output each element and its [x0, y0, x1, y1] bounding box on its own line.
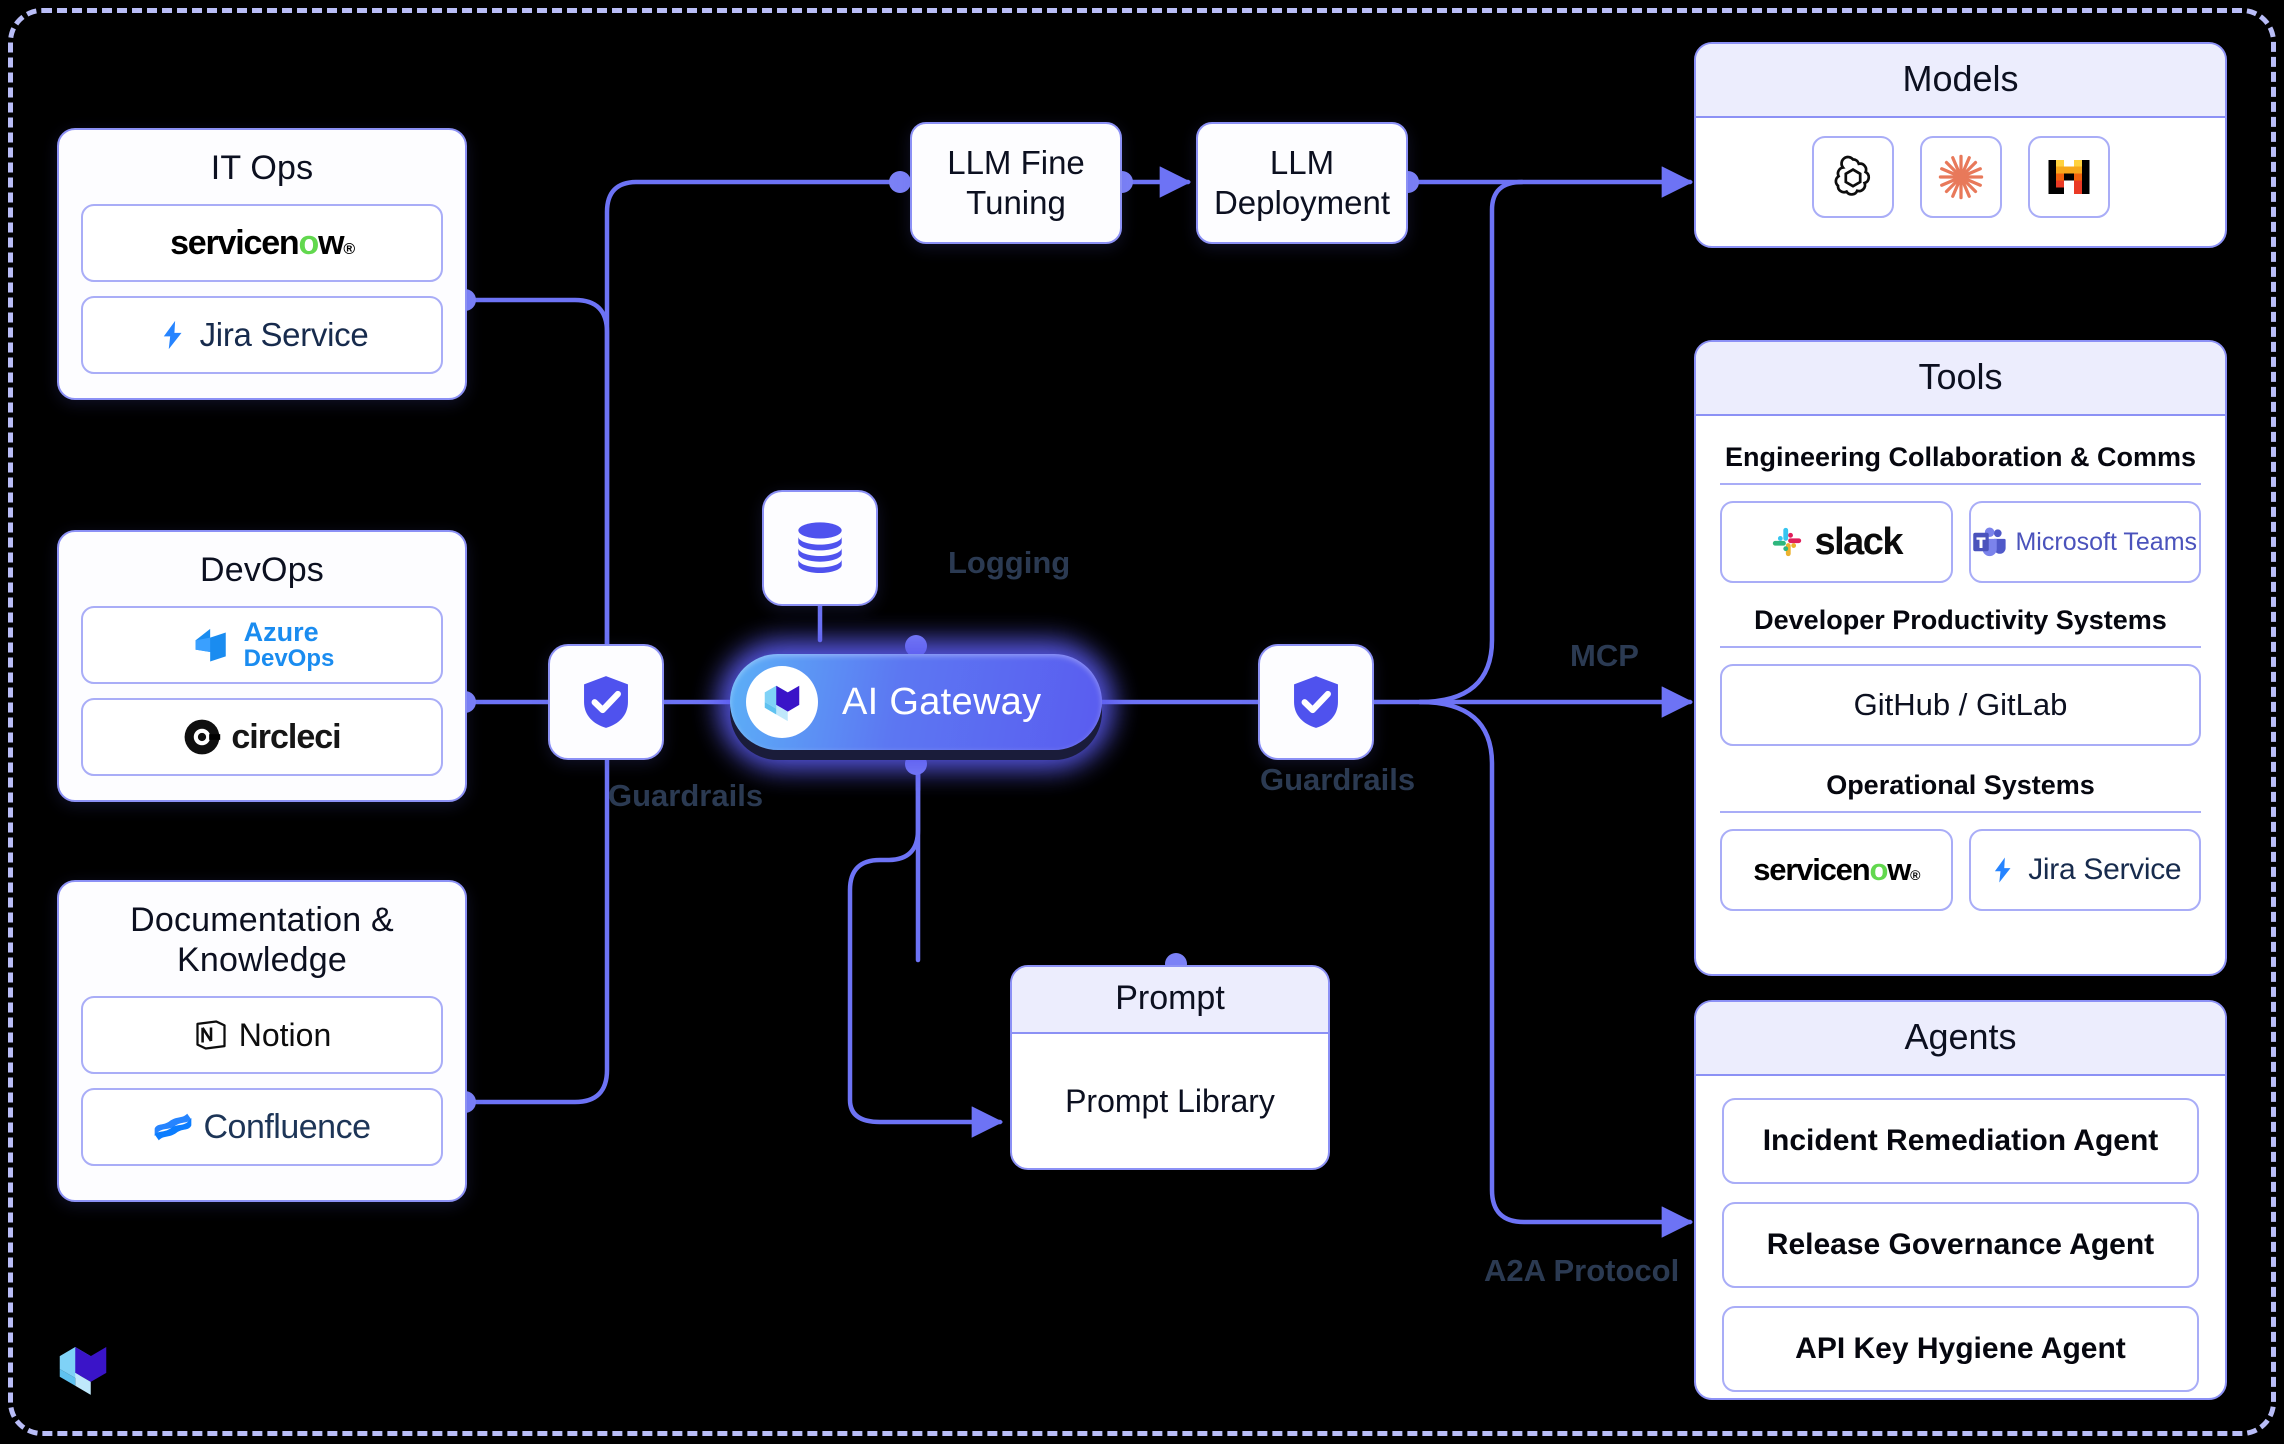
devops-word: DevOps: [243, 645, 335, 673]
jira-service-logo: [1995, 857, 2011, 883]
azure-devops-logo: [195, 628, 226, 662]
llm-deployment-label: LLM Deployment: [1213, 143, 1391, 221]
tool-chip-label: Jira Service: [199, 316, 369, 354]
source-group-devops: DevOps Azure DevOps circleci: [57, 530, 467, 802]
llm-fine-tuning-label: LLM Fine Tuning: [947, 143, 1085, 221]
agents-panel-title: Agents: [1696, 1002, 2225, 1076]
guardrails-left-tile[interactable]: [548, 644, 664, 760]
tool-chip-microsoft-teams[interactable]: Microsoft Teams: [1968, 501, 2201, 583]
tools-section-heading: Engineering Collaboration & Comms: [1724, 442, 2197, 472]
divider: [1720, 646, 2201, 648]
agent-label: Incident Remediation Agent: [1762, 1124, 2159, 1157]
cube-logo: [764, 685, 800, 722]
source-group-it-ops: IT Ops servicenow® Jira Service: [57, 128, 467, 400]
prompt-panel: Prompt Prompt Library: [1010, 965, 1330, 1170]
source-group-title: Documentation & Knowledge: [130, 901, 394, 980]
tool-chip-github-gitlab[interactable]: GitHub / GitLab: [1720, 664, 2201, 746]
brand-logo: [52, 1338, 114, 1400]
azure-word: Azure: [243, 617, 319, 648]
tools-panel: Tools Engineering Collaboration & Comms: [1694, 340, 2227, 976]
divider: [1720, 483, 2201, 485]
database-icon: [798, 522, 842, 574]
tool-chip-label: Notion: [238, 1016, 332, 1053]
source-group-title: IT Ops: [210, 149, 314, 187]
model-chip-openai[interactable]: [1811, 136, 1894, 218]
tools-section-items: servicenow® Jira Service: [1720, 829, 2201, 911]
guardrails-right-label: Guardrails: [1260, 762, 1416, 797]
tool-chip-servicenow[interactable]: servicenow®: [1720, 829, 1953, 911]
guardrails-left-label: Guardrails: [608, 778, 764, 813]
llm-deployment-box[interactable]: LLM Deployment: [1196, 122, 1408, 244]
mistral-logo: [2047, 159, 2090, 195]
tool-chip-jira-service[interactable]: Jira Service: [1968, 829, 2201, 911]
tool-chip-label: slack: [1814, 520, 1903, 563]
tool-chip-slack[interactable]: slack: [1720, 501, 1953, 583]
tool-chip-notion[interactable]: Notion: [81, 996, 443, 1075]
models-panel-body: [1696, 118, 2225, 242]
circleci-logo: [184, 719, 221, 755]
tool-chip-label: GitHub / GitLab: [1853, 687, 2068, 722]
guardrails-right-tile[interactable]: [1258, 644, 1374, 760]
prompt-panel-body: Prompt Library: [1012, 1034, 1328, 1168]
tools-panel-title: Tools: [1696, 342, 2225, 416]
models-panel-title: Models: [1696, 44, 2225, 118]
microsoft-teams-logo: [1973, 527, 2007, 557]
gateway-logo-badge: [746, 666, 818, 738]
a2a-protocol-label: A2A Protocol: [1484, 1253, 1680, 1288]
mcp-label: MCP: [1570, 638, 1639, 673]
notion-logo: [196, 1020, 226, 1050]
tool-chip-circleci[interactable]: circleci: [81, 698, 443, 777]
servicenow-logo: servicenow®: [1753, 852, 1920, 887]
tools-panel-body: Engineering Collaboration & Comms slac: [1696, 416, 2225, 935]
tools-section-heading: Developer Productivity Systems: [1754, 605, 2167, 635]
models-panel: Models: [1694, 42, 2227, 248]
slack-logo: [1773, 527, 1802, 557]
jira-service-logo: [163, 320, 182, 350]
tools-section-items: slack Microsoft Teams: [1720, 501, 2201, 583]
tool-chip-label: Confluence: [203, 1107, 371, 1146]
agents-panel-body: Incident Remediation Agent Release Gover…: [1696, 1076, 2225, 1398]
tool-chip-servicenow[interactable]: servicenow®: [81, 204, 443, 283]
tool-chip-azure-devops[interactable]: Azure DevOps: [81, 606, 443, 685]
tools-section-heading: Operational Systems: [1826, 770, 2095, 800]
shield-check-icon: [584, 676, 628, 728]
agent-label: API Key Hygiene Agent: [1795, 1332, 2126, 1365]
agent-chip-incident-remediation[interactable]: Incident Remediation Agent: [1722, 1098, 2199, 1184]
source-group-documentation-knowledge: Documentation & Knowledge Notion Conflue…: [57, 880, 467, 1202]
divider: [1720, 811, 2201, 813]
ai-gateway-node[interactable]: AI Gateway: [718, 640, 1114, 770]
prompt-library-item[interactable]: Prompt Library: [1065, 1083, 1275, 1119]
confluence-logo: [155, 1113, 192, 1141]
logging-label: Logging: [948, 545, 1071, 580]
prompt-panel-title: Prompt: [1012, 967, 1328, 1034]
openai-logo: [1834, 155, 1870, 196]
anthropic-logo: [1938, 154, 1983, 200]
shield-check-icon: [1294, 676, 1338, 728]
model-chip-mistral[interactable]: [2027, 136, 2110, 218]
model-chip-anthropic[interactable]: [1919, 136, 2002, 218]
tool-chip-label: circleci: [231, 717, 341, 756]
agent-chip-release-governance[interactable]: Release Governance Agent: [1722, 1202, 2199, 1288]
logging-database-tile[interactable]: [762, 490, 878, 606]
llm-fine-tuning-box[interactable]: LLM Fine Tuning: [910, 122, 1122, 244]
tool-chip-label: Jira Service: [2028, 853, 2182, 886]
source-group-title: DevOps: [199, 551, 325, 589]
cube-logo: [59, 1347, 107, 1395]
ai-gateway-label: AI Gateway: [842, 680, 1042, 723]
tool-chip-label: Microsoft Teams: [2015, 527, 2198, 556]
tool-chip-jira-service[interactable]: Jira Service: [81, 296, 443, 375]
servicenow-logo: servicenow®: [170, 223, 355, 262]
agent-label: Release Governance Agent: [1766, 1228, 2155, 1261]
agent-chip-api-key-hygiene[interactable]: API Key Hygiene Agent: [1722, 1306, 2199, 1392]
tool-chip-confluence[interactable]: Confluence: [81, 1088, 443, 1167]
agents-panel: Agents Incident Remediation Agent Releas…: [1694, 1000, 2227, 1400]
